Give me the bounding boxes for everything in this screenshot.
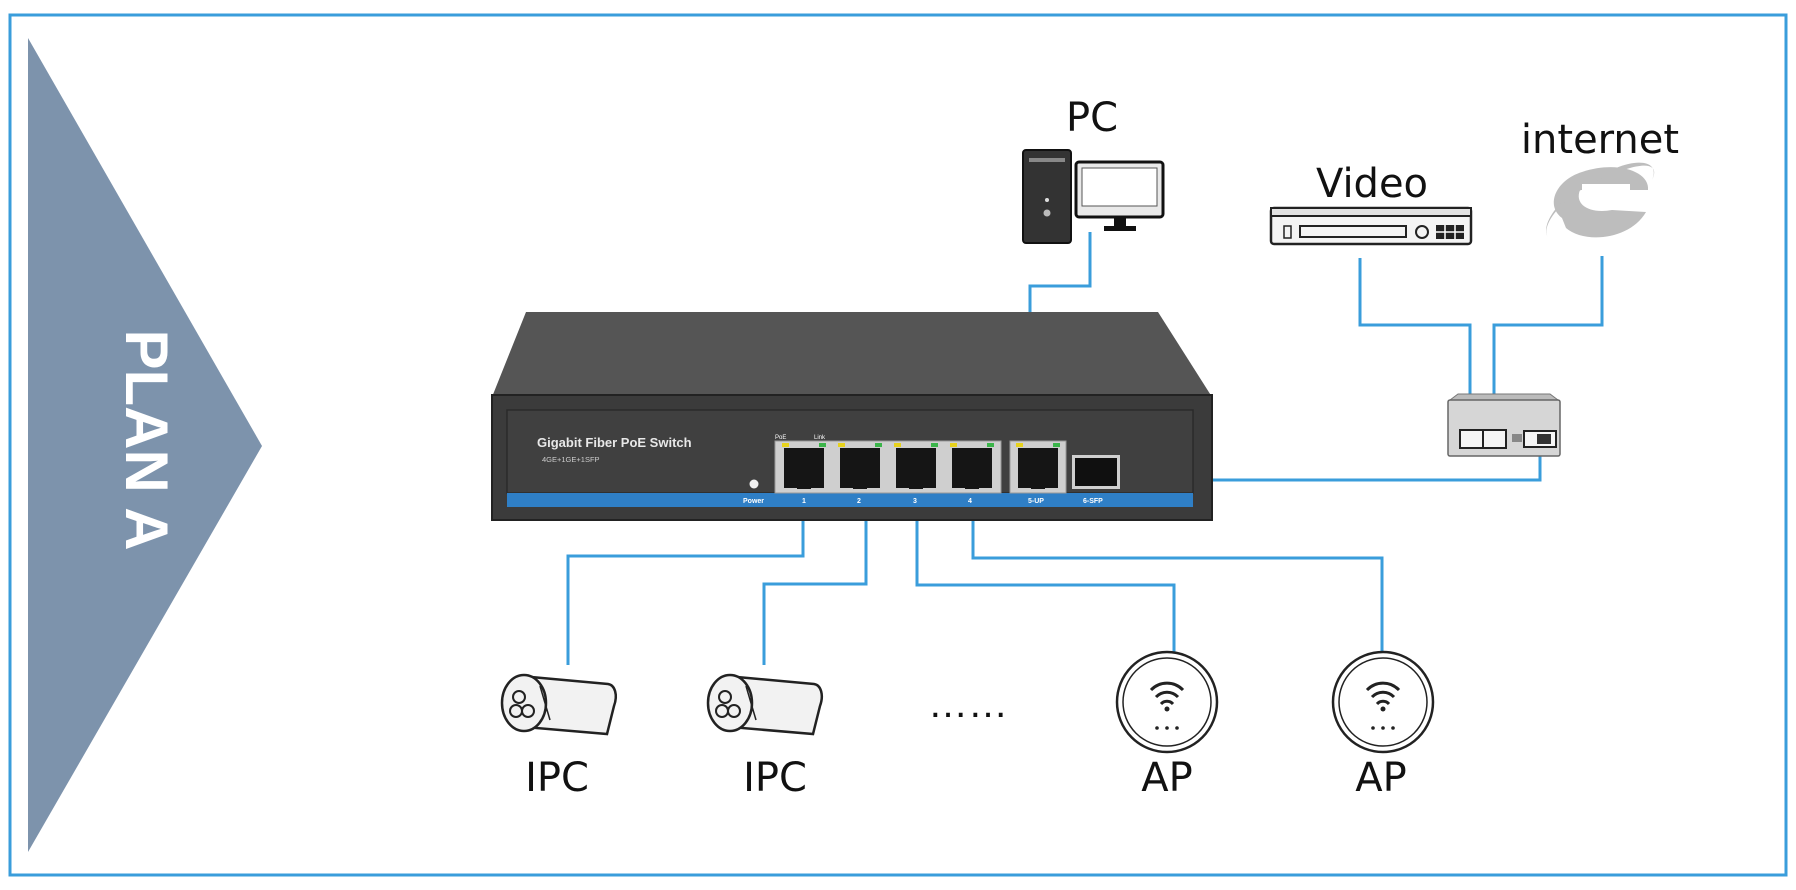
cable-port-1 — [566, 500, 805, 665]
port-label-2: 2 — [857, 498, 861, 505]
link-led-label: Link — [814, 435, 826, 441]
switch-subtitle: 4GE+1GE+1SFP — [542, 455, 600, 464]
access-point-1: AP — [1115, 650, 1219, 801]
rj45-port-1[interactable] — [782, 443, 826, 489]
power-label: Power — [743, 498, 764, 505]
cable-video — [1358, 258, 1472, 430]
internet-label: internet — [1521, 117, 1679, 163]
ap-label-2: AP — [1355, 755, 1406, 801]
cable-internet — [1492, 256, 1604, 430]
rj45-port-2[interactable] — [838, 443, 882, 489]
pc-label: PC — [1066, 95, 1118, 141]
switch-top — [492, 312, 1212, 397]
video-recorder: Video — [1269, 161, 1473, 246]
switch-title: Gigabit Fiber PoE Switch — [537, 435, 692, 450]
rj45-port-5-uplink[interactable] — [1009, 440, 1067, 494]
port-label-1: 1 — [802, 498, 806, 505]
switch-stripe — [507, 493, 1193, 507]
power-led — [749, 479, 759, 489]
ipc-label-2: IPC — [743, 755, 807, 801]
pc-device: PC — [1022, 95, 1165, 244]
video-label: Video — [1316, 161, 1428, 207]
sfp-port[interactable] — [1072, 455, 1120, 489]
port-label-6: 6-SFP — [1083, 498, 1103, 505]
ipc-label-1: IPC — [525, 755, 589, 801]
pc-tower — [1022, 149, 1072, 244]
rj45-port-4[interactable] — [950, 443, 994, 489]
diagram-frame — [8, 13, 1788, 877]
media-converter — [1447, 393, 1561, 457]
port-label-4: 4 — [968, 498, 972, 505]
ipc-camera-1: IPC — [500, 673, 617, 801]
port-label-3: 3 — [913, 498, 917, 505]
access-point-2: AP — [1331, 650, 1435, 801]
ipc-camera-2: IPC — [706, 673, 823, 801]
poe-led-label: PoE — [775, 435, 786, 441]
plan-label: PLAN A — [113, 329, 180, 550]
ap-label-1: AP — [1141, 755, 1192, 801]
plan-arrow — [28, 38, 262, 852]
cable-port-2 — [762, 500, 868, 665]
cable-port-3 — [915, 500, 1176, 655]
rj45-port-3[interactable] — [894, 443, 938, 489]
port-label-5: 5-UP — [1028, 498, 1044, 505]
more-devices-ellipsis: …… — [928, 682, 1008, 726]
poe-switch: Gigabit Fiber PoE Switch 4GE+1GE+1SFP Po… — [491, 312, 1213, 521]
internet-icon: internet — [1521, 117, 1679, 238]
cable-port-4 — [971, 500, 1384, 655]
